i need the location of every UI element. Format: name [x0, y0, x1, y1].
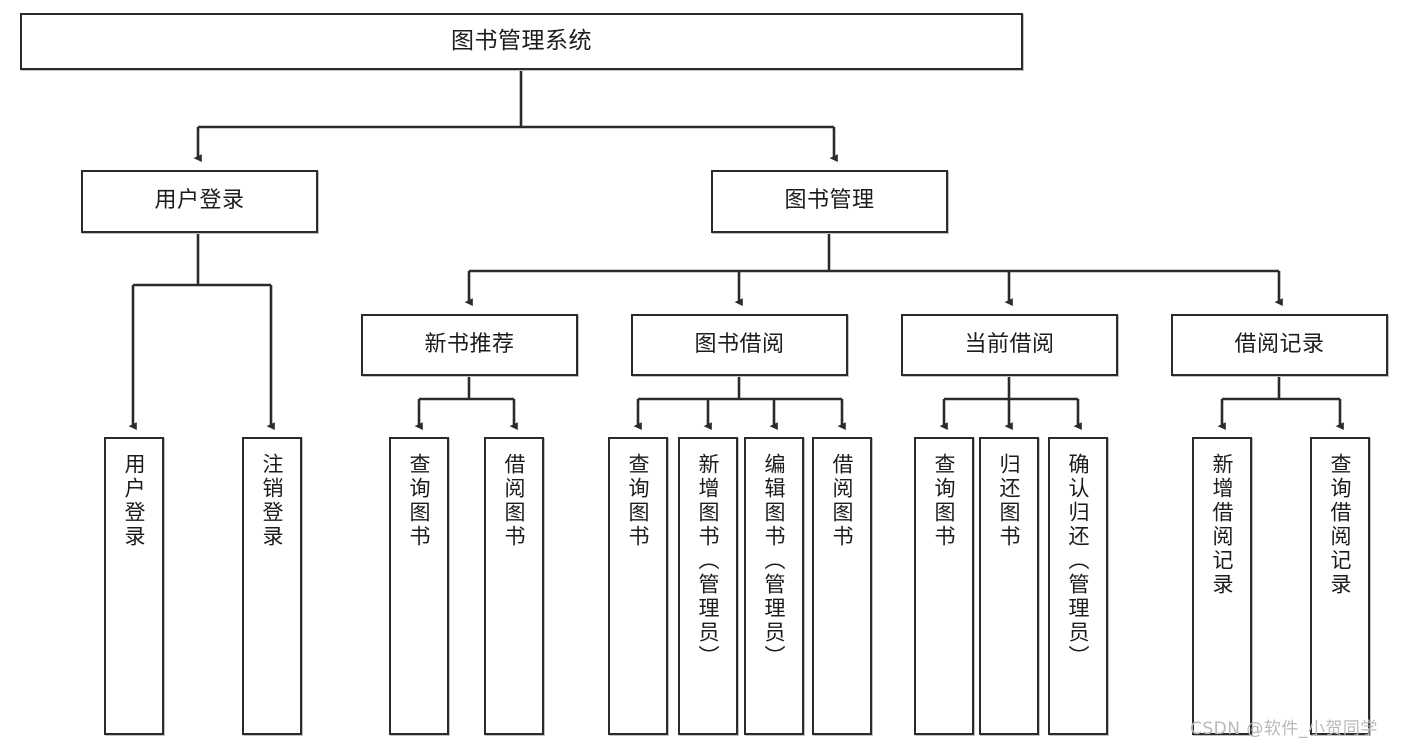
node-book-borrow[interactable]: 图书借阅 — [631, 314, 848, 376]
node-label: 借阅图书 — [502, 453, 527, 549]
node-label: 查询图书 — [626, 453, 651, 549]
node-new-book-recommend[interactable]: 新书推荐 — [361, 314, 578, 376]
leaf-borrow-borrow-book[interactable]: 借阅图书 — [812, 437, 872, 735]
node-root-system[interactable]: 图书管理系统 — [20, 13, 1023, 70]
node-label: 注销登录 — [260, 453, 285, 549]
node-book-management[interactable]: 图书管理 — [711, 170, 948, 233]
leaf-recommend-borrow-book[interactable]: 借阅图书 — [484, 437, 544, 735]
node-borrow-record[interactable]: 借阅记录 — [1171, 314, 1388, 376]
node-label: 查询图书 — [407, 453, 432, 549]
node-label: 用户登录 — [154, 188, 245, 214]
node-label: 图书管理系统 — [451, 28, 592, 55]
node-label: 新书推荐 — [424, 331, 515, 357]
node-user-login[interactable]: 用户登录 — [81, 170, 318, 233]
leaf-user-login-login[interactable]: 用户登录 — [104, 437, 164, 735]
watermark: CSDN @软件_小贺同学 — [1190, 719, 1378, 739]
node-label: 编辑图书（管理员） — [762, 453, 787, 669]
node-label: 借阅记录 — [1234, 331, 1325, 357]
leaf-borrow-edit-book[interactable]: 编辑图书（管理员） — [744, 437, 804, 735]
node-label: 查询图书 — [932, 453, 957, 549]
leaf-recommend-query-book[interactable]: 查询图书 — [389, 437, 449, 735]
leaf-current-confirm-return[interactable]: 确认归还（管理员） — [1048, 437, 1108, 735]
leaf-record-query-record[interactable]: 查询借阅记录 — [1310, 437, 1370, 735]
node-label: 图书借阅 — [694, 331, 785, 357]
leaf-current-query-book[interactable]: 查询图书 — [914, 437, 974, 735]
node-current-borrow[interactable]: 当前借阅 — [901, 314, 1118, 376]
node-label: 新增借阅记录 — [1210, 453, 1235, 597]
node-label: 图书管理 — [784, 188, 875, 214]
node-label: 归还图书 — [997, 453, 1022, 549]
node-label: 查询借阅记录 — [1328, 453, 1353, 597]
node-label: 用户登录 — [122, 453, 147, 549]
node-label: 借阅图书 — [830, 453, 855, 549]
leaf-borrow-add-book[interactable]: 新增图书（管理员） — [678, 437, 738, 735]
node-label: 当前借阅 — [964, 331, 1055, 357]
node-label: 新增图书（管理员） — [696, 453, 721, 669]
leaf-user-login-logout[interactable]: 注销登录 — [242, 437, 302, 735]
node-label: 确认归还（管理员） — [1066, 453, 1091, 669]
leaf-borrow-query-book[interactable]: 查询图书 — [608, 437, 668, 735]
leaf-current-return-book[interactable]: 归还图书 — [979, 437, 1039, 735]
leaf-record-add-record[interactable]: 新增借阅记录 — [1192, 437, 1252, 735]
